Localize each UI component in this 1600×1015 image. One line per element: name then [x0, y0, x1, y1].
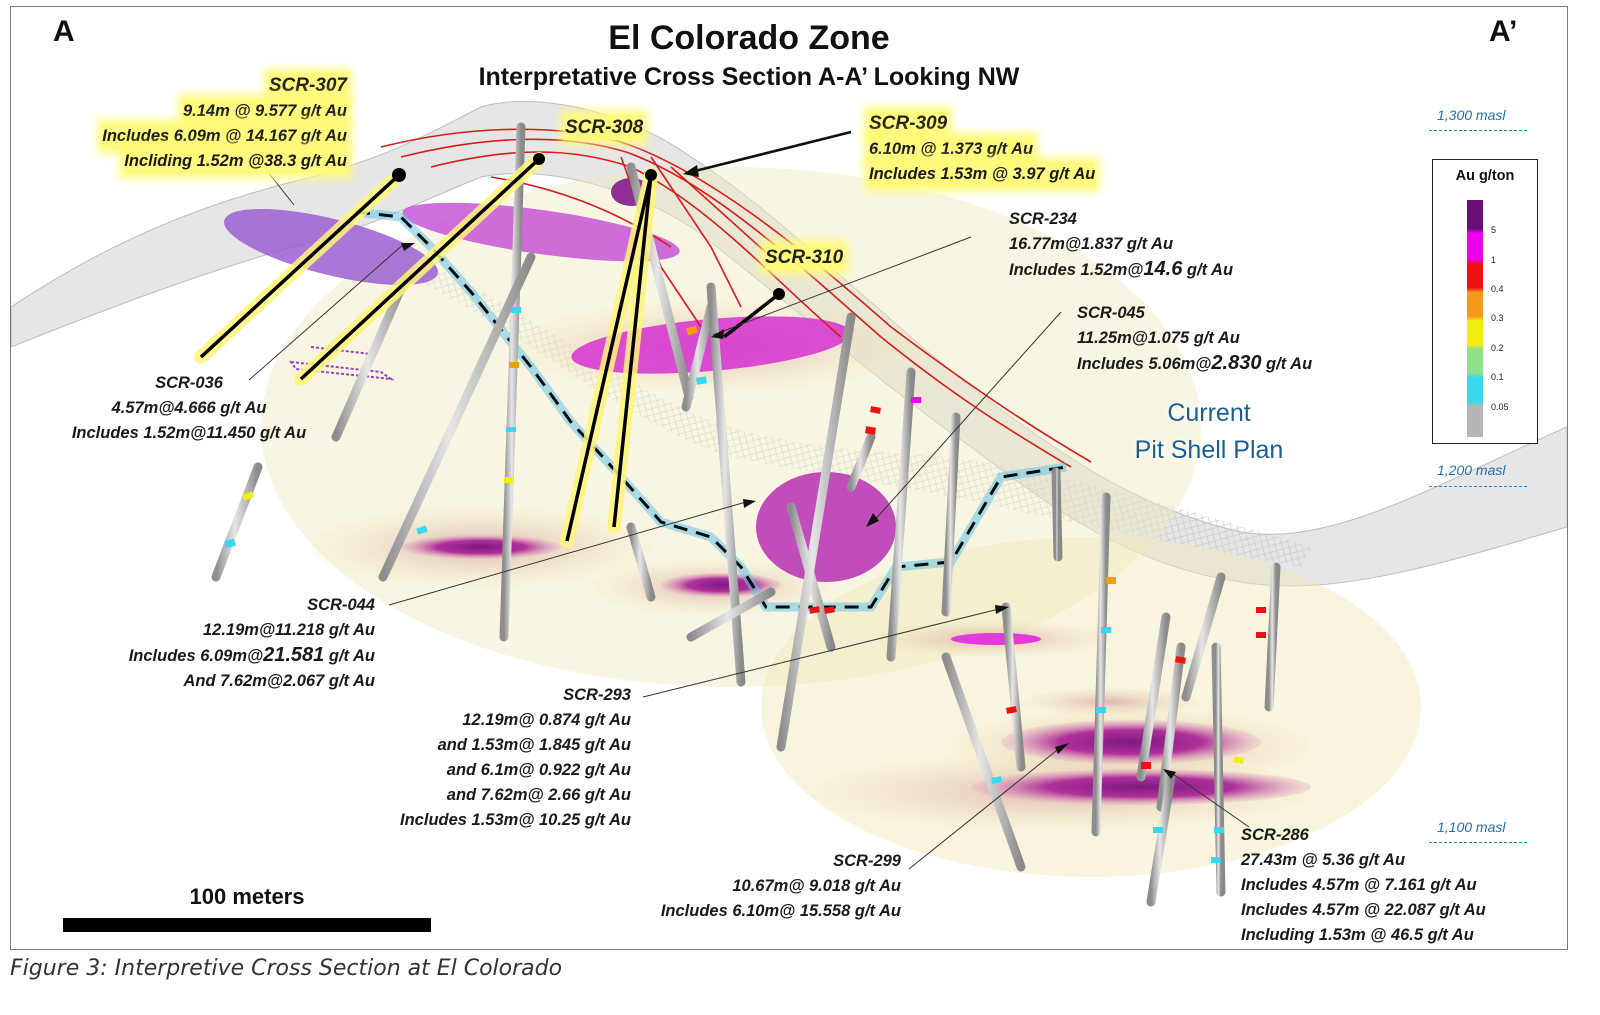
elevation-line: [1429, 842, 1527, 843]
figure-caption: Figure 3: Interpretive Cross Section at …: [10, 956, 563, 981]
scale-bar: [63, 918, 431, 932]
elevation-label-1300: 1,300 masl: [1437, 107, 1506, 123]
pit-shell-label-line: Pit Shell Plan: [1134, 436, 1284, 464]
pit-shell-label-line: Current: [1167, 399, 1251, 427]
drillhole-name: SCR-044: [307, 596, 375, 614]
drillhole-label-scr-293: SCR-293 12.19m@ 0.874 g/t Au and 1.53m@ …: [331, 683, 631, 833]
intercept-line: Includes 1.52m@11.450 g/t Au: [71, 424, 307, 442]
section-start-label: A: [53, 15, 75, 48]
ore-lens: [1001, 720, 1261, 764]
intercept-line: 11.25m@1.075 g/t Au: [1077, 329, 1240, 347]
elevation-label-1100: 1,100 masl: [1437, 819, 1506, 835]
intercept-line: Includes 1.53m @ 3.97 g/t Au: [869, 162, 1096, 187]
intercept-line: Includes 5.06m@2.830 g/t Au: [1077, 351, 1312, 377]
drillhole-label-scr-308: SCR-308: [565, 115, 644, 141]
legend-color-bar: [1467, 200, 1483, 437]
section-end-label: A’: [1489, 15, 1518, 48]
legend-tick: 5: [1491, 225, 1497, 235]
intercept-prefix: Includes 5.06m@: [1077, 355, 1212, 373]
drillhole-label-scr-307: SCR-307 9.14m @ 9.577 g/t Au Includes 6.…: [29, 73, 347, 174]
ore-lens: [756, 472, 896, 582]
intercept-line: Incliding 1.52m @38.3 g/t Au: [124, 149, 347, 174]
mesh-area: [411, 257, 1311, 567]
intercept-line: and 6.1m@ 0.922 g/t Au: [446, 761, 631, 779]
ore-lens: [401, 535, 561, 559]
intercept-line: Includes 1.52m@14.6 g/t Au: [1009, 257, 1233, 283]
hatched-lens: [288, 360, 395, 381]
intercept-grade: 2.830: [1211, 352, 1262, 374]
arrows: [690, 130, 852, 174]
figure-title: El Colorado Zone: [608, 19, 890, 57]
drillhole-name: SCR-308: [565, 115, 644, 140]
drillhole-label-scr-286: SCR-286 27.43m @ 5.36 g/t Au Includes 4.…: [1241, 823, 1486, 948]
figure-subtitle: Interpretative Cross Section A-A’ Lookin…: [478, 63, 1020, 91]
topography-surface: [11, 100, 1567, 587]
intercept-line: 12.19m@ 0.874 g/t Au: [462, 711, 631, 729]
drillhole-name: SCR-293: [563, 686, 631, 704]
drillhole-label-scr-310: SCR-310: [765, 245, 844, 271]
scale-bar-label: 100 meters: [189, 884, 305, 909]
intercept-line: Includes 1.53m@ 10.25 g/t Au: [400, 811, 631, 829]
drillhole-name: SCR-045: [1077, 304, 1145, 322]
intercept-grade: 21.581: [263, 644, 325, 666]
cross-section-scene: [11, 100, 1567, 907]
drillhole-name: SCR-307: [268, 73, 347, 98]
elevation-line: [1429, 130, 1527, 131]
intercept-suffix: g/t Au: [324, 647, 375, 665]
legend-tick: 0.2: [1491, 343, 1504, 353]
highlighted-drill-traces: [194, 152, 785, 548]
pit-shell-outline: [355, 210, 1067, 609]
legend-tick: 0.1: [1491, 372, 1504, 382]
intercept-prefix: Includes 6.09m@: [128, 647, 264, 665]
intercept-line: 6.10m @ 1.373 g/t Au: [869, 137, 1034, 162]
intercept-line: 12.19m@11.218 g/t Au: [202, 621, 375, 639]
drillhole-label-scr-045: SCR-045 11.25m@1.075 g/t Au Includes 5.0…: [1077, 301, 1312, 377]
drillhole-label-scr-234: SCR-234 16.77m@1.837 g/t Au Includes 1.5…: [1009, 207, 1233, 283]
drillhole-name: SCR-036: [155, 374, 223, 392]
intercept-line: 4.57m@4.666 g/t Au: [111, 399, 267, 417]
arrow-heads: [401, 165, 1176, 779]
drillhole-label-scr-044: SCR-044 12.19m@11.218 g/t Au Includes 6.…: [71, 593, 375, 694]
intercept-line: Includes 4.57m @ 7.161 g/t Au: [1241, 876, 1477, 894]
intercept-suffix: g/t Au: [1182, 261, 1234, 279]
drillhole-name: SCR-234: [1009, 210, 1077, 228]
figure-frame: A A’ El Colorado Zone Interpretative Cro…: [10, 6, 1568, 950]
drillhole-label-scr-299: SCR-299 10.67m@ 9.018 g/t Au Includes 6.…: [601, 849, 901, 924]
drillhole-label-scr-309: SCR-309 6.10m @ 1.373 g/t Au Includes 1.…: [869, 111, 1096, 187]
legend-tick: 0.3: [1491, 313, 1504, 323]
intercept-prefix: Includes 1.52m@: [1009, 261, 1144, 279]
intercept-line: Includes 6.09m@21.581 g/t Au: [71, 643, 375, 669]
drillhole-name: SCR-309: [869, 111, 948, 136]
drillhole-label-scr-036: SCR-036 4.57m@4.666 g/t Au Includes 1.52…: [39, 371, 339, 446]
intercept-line: Includes 6.10m@ 15.558 g/t Au: [660, 902, 901, 920]
ore-lens: [971, 769, 1311, 805]
elevation-line: [1429, 486, 1527, 487]
legend-title: Au g/ton: [1455, 168, 1515, 184]
drillhole-name: SCR-286: [1241, 826, 1309, 844]
intercept-line: and 7.62m@ 2.66 g/t Au: [446, 786, 631, 804]
pit-shell-label: Current Pit Shell Plan: [1111, 395, 1307, 469]
drillhole-name: SCR-310: [765, 245, 844, 270]
legend-tick: 0.05: [1491, 402, 1509, 412]
elevation-label-1200: 1,200 masl: [1437, 462, 1506, 478]
grade-legend: Au g/ton 5 1 0.4 0.3 0.2 0.1 0.05: [1432, 159, 1538, 444]
legend-tick: 0.4: [1491, 284, 1504, 294]
intercept-line: 16.77m@1.837 g/t Au: [1009, 235, 1174, 253]
drillhole-name: SCR-299: [833, 852, 901, 870]
intercept-line: Includes 6.09m @ 14.167 g/t Au: [102, 124, 347, 149]
intercept-grade: 14.6: [1143, 258, 1183, 280]
legend-tick: 1: [1491, 255, 1497, 265]
leader-lines: [248, 166, 1250, 870]
intercept-line: 27.43m @ 5.36 g/t Au: [1241, 851, 1406, 869]
assay-bands: [224, 307, 1266, 863]
intercept-suffix: g/t Au: [1261, 355, 1313, 373]
ore-lens: [951, 633, 1041, 645]
intercept-line: Including 1.53m @ 46.5 g/t Au: [1241, 926, 1474, 944]
intercept-line: 10.67m@ 9.018 g/t Au: [732, 877, 901, 895]
intercept-line: and 1.53m@ 1.845 g/t Au: [437, 736, 631, 754]
intercept-line: 9.14m @ 9.577 g/t Au: [182, 99, 347, 124]
intercept-line: And 7.62m@2.067 g/t Au: [183, 672, 375, 690]
intercept-line: Includes 4.57m @ 22.087 g/t Au: [1241, 901, 1486, 919]
